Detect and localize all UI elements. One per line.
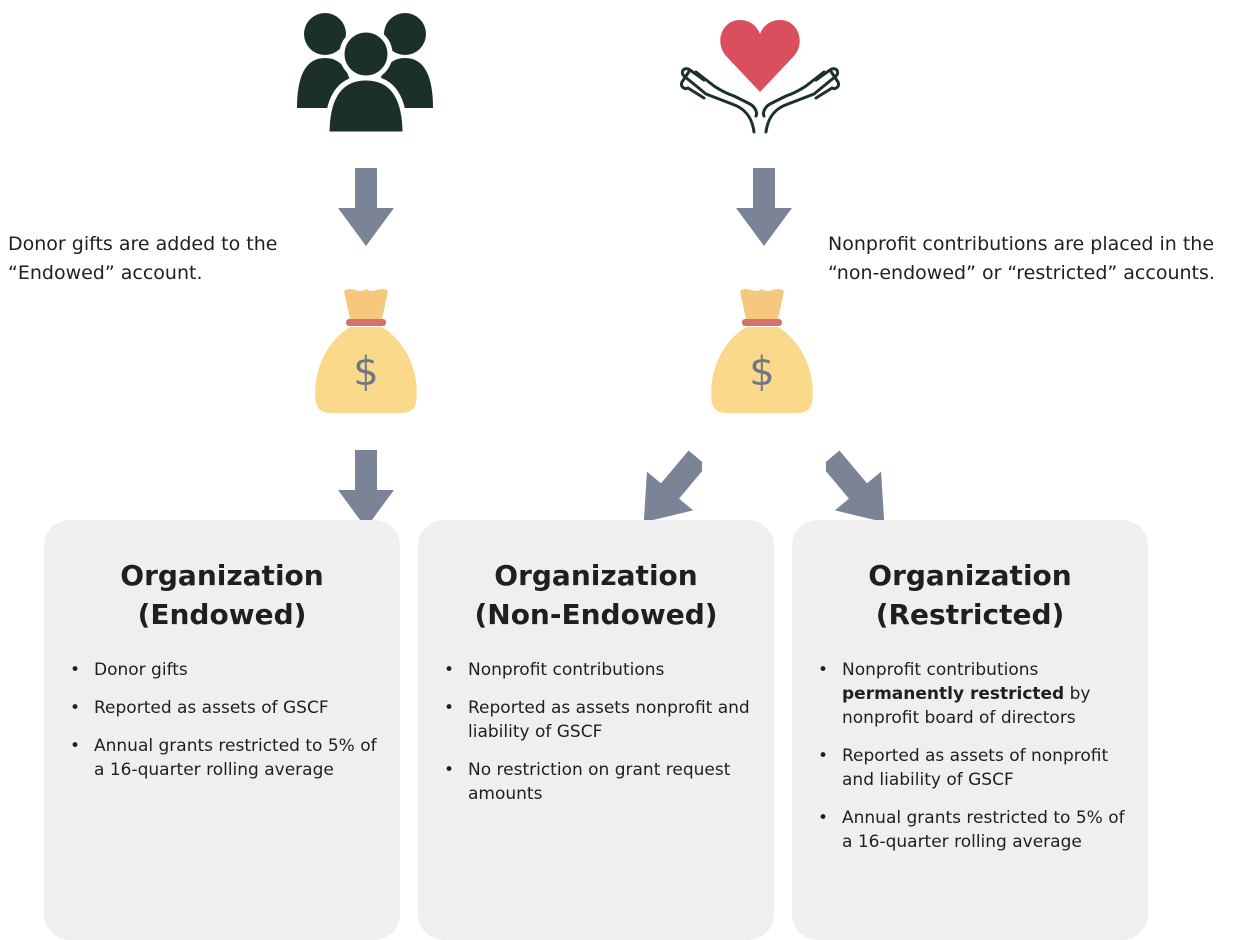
dollar-sign-label: $ [353, 349, 378, 395]
dollar-sign-label: $ [749, 349, 774, 395]
list-item: Nonprofit contributions permanently rest… [818, 658, 1140, 730]
arrow-down-icon [338, 450, 394, 528]
heart-in-hands-icon [680, 20, 840, 134]
card-title-line: Organization [120, 559, 324, 592]
card-title-line: (Endowed) [137, 598, 307, 631]
card-title: Organization (Non-Endowed) [418, 556, 774, 634]
card-title: Organization (Restricted) [792, 556, 1148, 634]
list-item: Annual grants restricted to 5% of a 16-q… [70, 734, 392, 782]
nonprofit-contributions-caption: Nonprofit contributions are placed in th… [828, 230, 1215, 288]
arrow-down-left-icon [643, 450, 702, 523]
card-title: Organization (Endowed) [44, 556, 400, 634]
list-item: Reported as assets of GSCF [70, 696, 392, 720]
list-item: Reported as assets of nonprofit and liab… [818, 744, 1140, 792]
list-item-text: by nonprofit board of directors [842, 684, 1091, 728]
caption-line: Nonprofit contributions are placed in th… [828, 233, 1215, 255]
card-title-line: Organization [868, 559, 1072, 592]
permanently-restricted-emphasis: permanently restricted [842, 684, 1065, 704]
money-bag-icon: $ [315, 289, 417, 413]
donor-gifts-caption: Donor gifts are added to the “Endowed” a… [8, 230, 277, 288]
restricted-card: Organization (Restricted) Nonprofit cont… [792, 520, 1148, 940]
list-item: Donor gifts [70, 658, 392, 682]
caption-line: “Endowed” account. [8, 262, 203, 284]
card-title-line: (Non-Endowed) [474, 598, 718, 631]
caption-line: Donor gifts are added to the [8, 233, 278, 255]
card-bullet-list: Nonprofit contributions Reported as asse… [418, 658, 774, 806]
list-item: No restriction on grant request amounts [444, 758, 766, 806]
list-item: Reported as assets nonprofit and liabili… [444, 696, 766, 744]
list-item: Annual grants restricted to 5% of a 16-q… [818, 806, 1140, 854]
caption-line: “non-endowed” or “restricted” accounts. [828, 262, 1215, 284]
people-group-icon [297, 13, 433, 136]
arrow-down-icon [338, 168, 394, 246]
card-title-line: Organization [494, 559, 698, 592]
list-item-text: Nonprofit contributions [842, 660, 1039, 680]
non-endowed-card: Organization (Non-Endowed) Nonprofit con… [418, 520, 774, 940]
heart-icon [720, 20, 800, 92]
arrow-down-right-icon [826, 450, 885, 523]
money-bag-icon: $ [711, 289, 813, 413]
card-bullet-list: Nonprofit contributions permanently rest… [792, 658, 1148, 854]
endowed-card: Organization (Endowed) Donor gifts Repor… [44, 520, 400, 940]
arrow-down-icon [736, 168, 792, 246]
card-title-line: (Restricted) [875, 598, 1065, 631]
list-item: Nonprofit contributions [444, 658, 766, 682]
card-bullet-list: Donor gifts Reported as assets of GSCF A… [44, 658, 400, 782]
